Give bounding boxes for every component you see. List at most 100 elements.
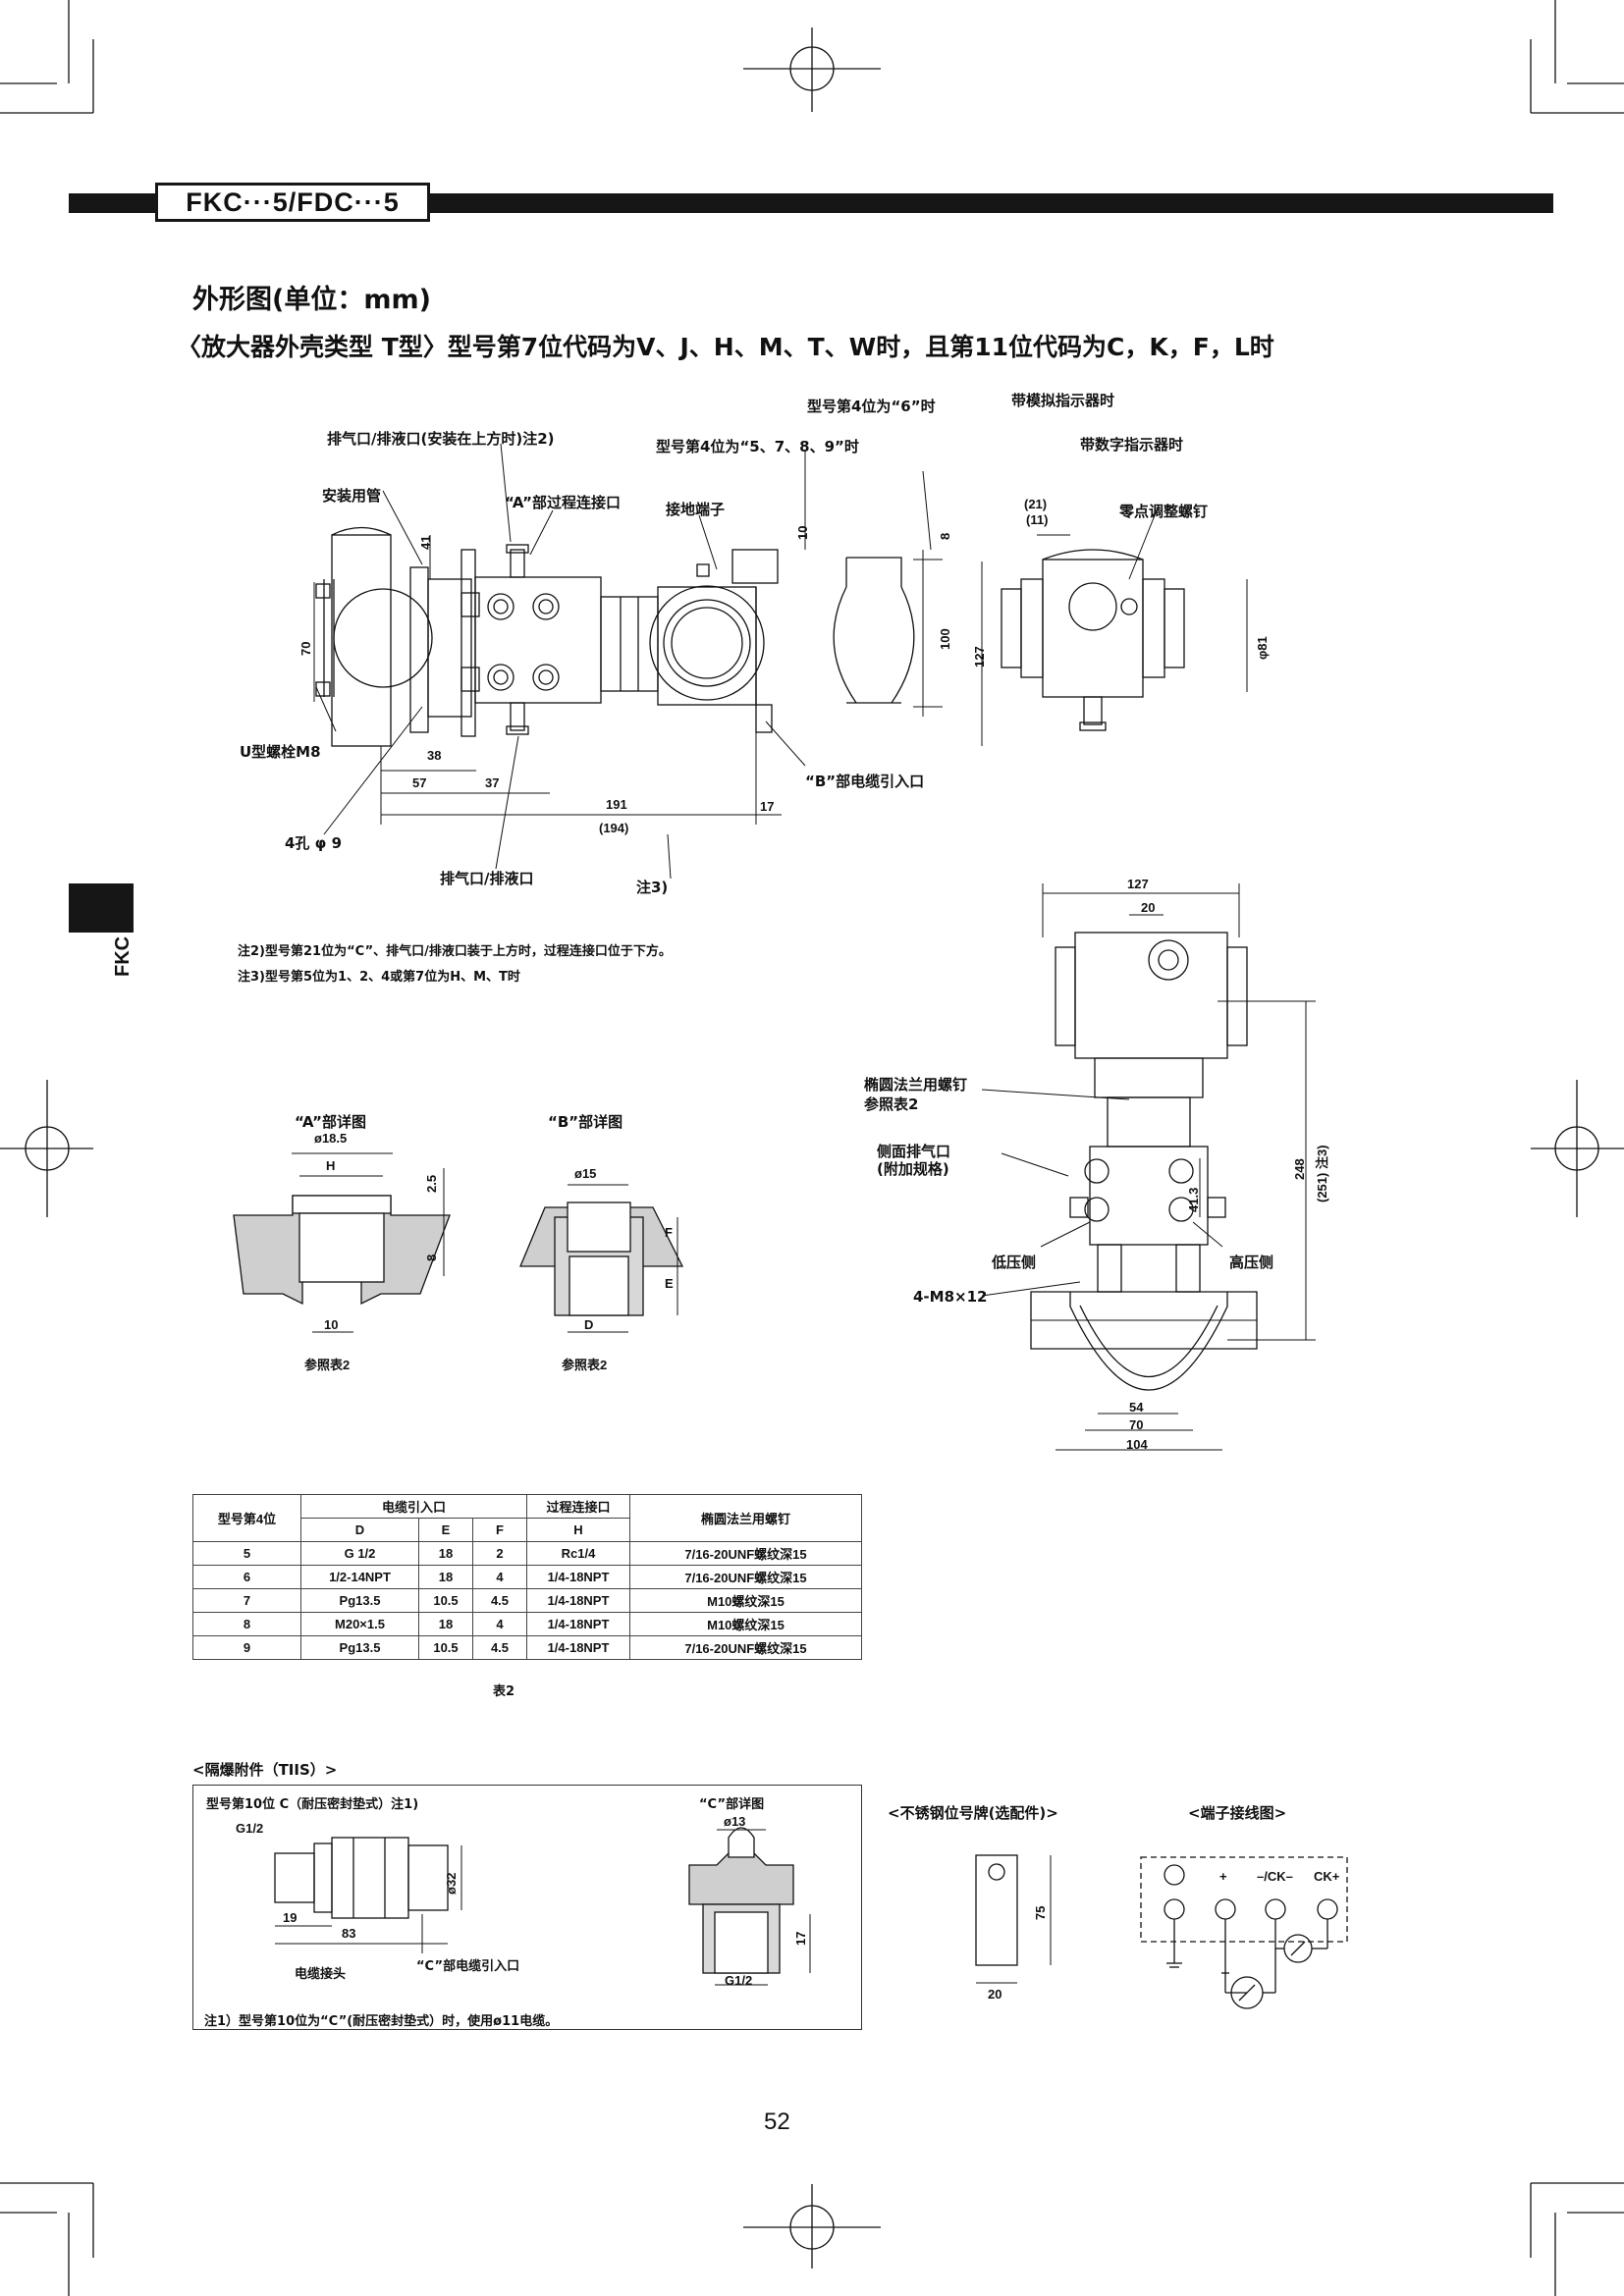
cell-h: 1/4-18NPT <box>526 1635 630 1660</box>
sv-high-side: 高压侧 <box>1229 1254 1274 1271</box>
cell-e: 10.5 <box>418 1635 473 1660</box>
tiis-d13: ø13 <box>724 1814 746 1829</box>
dim-21: (21) <box>1024 497 1048 511</box>
sv-dim-70: 70 <box>1129 1417 1144 1432</box>
detail-b-e: E <box>665 1276 674 1291</box>
dim-194: (194) <box>599 821 629 835</box>
cell-d: Pg13.5 <box>300 1635 419 1660</box>
tiis-g12b: G1/2 <box>725 1973 753 1988</box>
label-part-b-cable: “B”部电缆引入口 <box>805 773 925 790</box>
cell-code: 5 <box>192 1541 301 1566</box>
terminal-ck-plus: CK+ <box>1314 1869 1340 1884</box>
registration-mark-bottom <box>743 2184 881 2269</box>
registration-mark-left <box>0 1080 93 1217</box>
mounted-view-drawing <box>981 883 1316 1451</box>
sv-dim-127: 127 <box>1127 877 1149 891</box>
cell-d: Pg13.5 <box>300 1588 419 1613</box>
tiis-d32: ø32 <box>444 1872 459 1895</box>
sv-flange-screw: 椭圆法兰用螺钉 <box>864 1076 968 1094</box>
dim-8: 8 <box>938 532 952 540</box>
cell-d: G 1/2 <box>300 1541 419 1566</box>
cell-code: 8 <box>192 1612 301 1636</box>
cell-h: 1/4-18NPT <box>526 1565 630 1589</box>
tiis-note1: 注1）型号第10位为“C”(耐压密封垫式）时，使用ø11电缆。 <box>204 2014 559 2029</box>
tiis-connector: 电缆接头 <box>295 1967 347 1982</box>
sv-low-side: 低压侧 <box>992 1254 1037 1271</box>
sv-optional: (附加规格) <box>877 1160 949 1178</box>
detail-b-drawing <box>519 1184 684 1333</box>
cell-f: 2 <box>472 1541 527 1566</box>
nameplate-d75: 75 <box>1033 1905 1048 1920</box>
tiis-box <box>192 1785 862 2030</box>
nameplate-d20: 20 <box>988 1987 1002 2002</box>
label-note3-ref: 注3) <box>636 879 669 896</box>
cell-flange: M10螺纹深15 <box>629 1588 862 1613</box>
crop-mark-top-left <box>0 0 94 114</box>
cell-d: M20×1.5 <box>300 1612 419 1636</box>
table-row: 7 Pg13.5 10.5 4.5 1/4-18NPT M10螺纹深15 <box>192 1588 862 1613</box>
detail-b-ref: 参照表2 <box>562 1358 608 1372</box>
nameplate-drawing <box>975 1854 1052 1984</box>
page-number: 52 <box>764 2109 790 2135</box>
label-mount-pipe: 安装用管 <box>322 487 382 505</box>
tiis-detail-c: “C”部详图 <box>699 1797 765 1812</box>
tiis-d17: 17 <box>793 1931 808 1946</box>
cell-code: 6 <box>192 1565 301 1589</box>
right-view-drawing <box>981 505 1248 746</box>
label-u-bolt: U型螺栓M8 <box>240 743 321 761</box>
th-h: H <box>526 1518 630 1542</box>
table-row: 5 G 1/2 18 2 Rc1/4 7/16-20UNF螺纹深15 <box>192 1541 862 1566</box>
label-vent-drain: 排气口/排液口 <box>440 870 534 887</box>
page-subtitle: 〈放大器外壳类型 T型〉型号第7位代码为V、J、H、M、T、W时，且第11位代码… <box>177 333 1274 361</box>
registration-mark-top <box>743 27 881 112</box>
cell-f: 4 <box>472 1565 527 1589</box>
label-analog-indicator: 带模拟指示器时 <box>1011 392 1115 409</box>
crop-mark-bottom-right <box>1530 2182 1624 2296</box>
model-title-tab: FKC···5/FDC···5 <box>155 183 430 222</box>
label-hole: 4孔 φ 9 <box>285 834 343 852</box>
cell-code: 9 <box>192 1635 301 1660</box>
cell-f: 4.5 <box>472 1588 527 1613</box>
dim-81: φ81 <box>1255 636 1270 660</box>
sv-side-vent: 侧面排气口 <box>877 1143 951 1160</box>
cell-flange: 7/16-20UNF螺纹深15 <box>629 1635 862 1660</box>
th-e: E <box>418 1518 473 1542</box>
cell-flange: 7/16-20UNF螺纹深15 <box>629 1541 862 1566</box>
cell-d: 1/2-14NPT <box>300 1565 419 1589</box>
dim-100: 100 <box>938 628 952 650</box>
dim-41: 41 <box>418 535 433 550</box>
detail-a-drawing <box>233 1152 451 1333</box>
th-code: 型号第4位 <box>192 1494 301 1542</box>
tiis-g12: G1/2 <box>236 1821 264 1836</box>
cell-h: 1/4-18NPT <box>526 1588 630 1613</box>
th-process: 过程连接口 <box>526 1494 630 1519</box>
side-view-drawing <box>804 450 943 717</box>
tiis-title: <隔爆附件（TIIS）> <box>192 1761 338 1779</box>
terminal-ck-minus: –/CK– <box>1257 1869 1293 1884</box>
sv-dim-104: 104 <box>1126 1437 1148 1452</box>
crop-mark-bottom-left <box>0 2182 94 2296</box>
cell-code: 7 <box>192 1588 301 1613</box>
sv-dim-248: 248 <box>1292 1158 1307 1180</box>
dim-10: 10 <box>795 525 810 540</box>
detail-b-title: “B”部详图 <box>548 1113 623 1131</box>
label-digital-indicator: 带数字指示器时 <box>1080 436 1184 454</box>
cell-h: Rc1/4 <box>526 1541 630 1566</box>
cell-e: 10.5 <box>418 1588 473 1613</box>
th-cable: 电缆引入口 <box>300 1494 527 1519</box>
sv-dim-413: 41.3 <box>1186 1187 1201 1212</box>
label-vent-drain-top: 排气口/排液口(安装在上方时)注2) <box>327 430 555 448</box>
crop-mark-top-right <box>1530 0 1624 114</box>
header-bar <box>69 193 1553 213</box>
sv-dim-54: 54 <box>1129 1400 1144 1415</box>
cell-e: 18 <box>418 1541 473 1566</box>
terminal-diagram-drawing <box>1140 1856 1348 2009</box>
page-title: 外形图(单位：mm) <box>192 285 431 315</box>
note-3: 注3)型号第5位为1、2、4或第7位为H、M、T时 <box>238 970 520 985</box>
front-view-drawing <box>313 443 806 880</box>
detail-b-f: F <box>665 1225 673 1240</box>
side-index-tab <box>69 883 134 933</box>
th-f: F <box>472 1518 527 1542</box>
note-2: 注2)型号第21位为“C”、排气口/排液口装于上方时，过程连接口位于下方。 <box>238 944 672 959</box>
dim-11: (11) <box>1026 512 1049 527</box>
